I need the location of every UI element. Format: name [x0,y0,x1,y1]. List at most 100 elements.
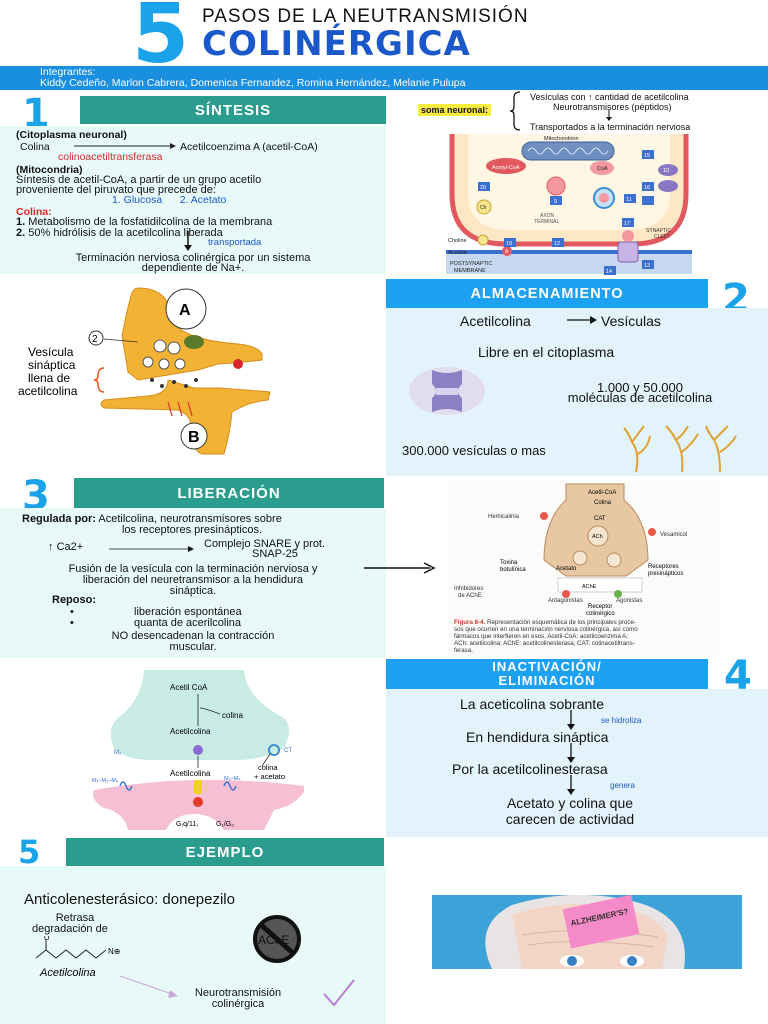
enzyme-label: colinoacetiltransferasa [58,151,163,163]
header-big-number: 5 [132,0,190,82]
snare-line-2: SNAP-25 [252,548,298,560]
acetil-coa-word: Acetilcoenzima A (acetil-CoA) [180,141,318,153]
inact-arrow-1 [567,710,575,730]
fig-cat: CAT [594,516,606,522]
syn-acetilcolina-2: Acetilcolina [170,769,211,778]
soma-item-1: Vesículas con ↑ cantidad de acetilcolina [530,92,689,102]
regulated-text: Acetilcolina, neurotransmisores sobre [95,513,282,525]
soma-brace [509,91,521,131]
calcium-arrow [109,546,194,552]
regulated-line-2: los receptores presinápticos. [121,524,262,536]
fig-receptor-2: colinérgico [586,611,615,617]
step-4-title-2: ELIMINACIÓN [498,673,596,688]
fig-agon: Agonistas [616,598,642,604]
step-5-title: EJEMPLO [66,838,384,866]
storage-line-1a: Acetilcolina [460,313,531,329]
alzheimer-photo: ALZHEIMER'S? [432,895,742,969]
choline-text: Choline [448,238,467,244]
vesicle-text-3: llena de [28,371,70,385]
syn-acetilcolina: Acetilcolina [170,727,211,736]
colina-word: Colina [20,141,50,153]
terminal-line-1: Terminación nerviosa colinérgica por un … [75,252,311,264]
soma-item-2: Neurotransmisores (péptidos) [553,102,672,112]
caption-line-2: sos que ocurren en una terminación nervi… [454,626,638,633]
regulated-label: Regulada por: [22,513,96,525]
fig-antag: Antagonistas [548,598,583,604]
vesicle-text-2: sináptica [28,358,76,372]
fig-receptores-2: presinápticos [648,571,683,577]
inact-note-1: se hidroliza [601,716,642,725]
syn-m24: M₂–M₄ [224,776,241,782]
fig-botulinica: botulínica [500,567,526,573]
colina-item-2: 2. 50% hidrólisis de la acetilcolina lib… [16,227,223,239]
syn-ct: CT [284,748,292,754]
caption-line-1: Figura 8-4. Representación esquemática d… [454,619,636,626]
header-line-2: COLINÉRGICA [202,24,471,64]
rest-item-2: quanta de acerilcolina [134,617,242,629]
axon-terminal-diagram: Mitochondrion Acetyl-CoA CoA Ch 15 16 10… [446,134,692,276]
rest-item-1: liberación espontánea [134,606,242,618]
molecule-name: Acetilcolina [39,967,96,979]
colina-item-1-text: Metabolismo de la fosfatidilcolina de la… [28,216,273,228]
label-a: A [179,302,191,319]
mito-text-1: Síntesis de acetil-CoA, a partir de un g… [16,174,262,186]
terminal-line-2: dependiente de Na+. [141,262,245,274]
inact-arrow-2 [567,743,575,763]
dendrite-icon [623,425,737,473]
step-4-panel [386,689,768,837]
fig-inhib-2: de AChE [458,593,482,599]
syn-colina-2: colina [258,763,278,772]
syn-acetilcoa: Acetil CoA [170,683,208,692]
step-1-title: SÍNTESIS [80,96,386,124]
fig-acetato: Acetato [556,566,577,572]
storage-line-3b: moléculas de acetilcolina [567,390,713,405]
cleft-text: CLEFT [654,234,670,240]
fig-vesamicol: Vesamicol [660,532,687,538]
label-2: 2 [92,334,98,345]
inact-line-4b: carecen de actividad [505,811,635,827]
oxygen-atom: O [44,936,50,942]
syn-colina: colina [222,711,243,720]
step-1-panel [0,126,386,274]
drug-name: Anticolenesterásico: donepezilo [24,891,235,908]
fig-toxina: Toxina [500,560,518,566]
fig-hemi: Hemicalinia [488,514,520,520]
soma-label: soma neuronal: [418,104,492,116]
fig-ache: AChE [582,584,597,590]
checkmark-icon [323,979,355,1007]
diagram-num-16: 16 [644,185,650,191]
neuro-line-2: colinérgica [211,998,265,1010]
postsynaptic-text: POSTSYNAPTIC [450,261,493,267]
caption-line-3: fármacos que interfieren en esos. Acetil… [454,633,628,640]
syn-gq: G₍q/11₎ [176,821,198,828]
diagram-num-11: 11 [626,197,632,203]
members-list: Kiddy Cedeño, Marlon Cabrera, Domenica F… [40,77,466,89]
colina-item-1-num: 1. [16,216,26,228]
members-label: Integrantes: [40,66,96,78]
rest-note-1: NO desencadenan la contracción [111,630,275,642]
calcium-label: ↑ Ca2+ [48,541,84,553]
diagram-num-9: 9 [554,199,557,205]
synthesis-arrow [74,143,176,149]
pointer-arrow [364,562,436,574]
down-arrow-1 [184,231,192,251]
calcium-text: Ca2+ [56,541,84,553]
inact-line-4a: Acetato y colina que [506,795,634,811]
inact-arrow-3 [567,775,575,795]
caption-text-1: Representación esquemática de los princi… [485,619,636,626]
fig-acetilcoa: Acetil-CoA [588,490,616,496]
mito-sources: 1. Glucosa 2. Acetato [112,194,227,206]
fusion-line-3: sináptica. [169,585,217,597]
diagram-num-13: 13 [644,263,650,269]
retards-line-2: degradación de [32,923,108,935]
syn-acetato: + acetato [254,772,285,781]
cholinergic-terminal-figure: Acetil-CoA Colina CAT ACh Hemicalinia Ve… [448,480,720,656]
storage-line-1b: Vesículas [601,313,661,329]
storage-line-3a: 1.000 y 50.000 [596,380,684,395]
rest-item-2-bullet: • [70,617,74,629]
inact-line-3: Por la acetilcolinesterasa [452,761,608,777]
diagram-num-12: 12 [554,241,560,247]
members-banner: Integrantes: Kiddy Cedeño, Marlon Cabrer… [0,66,768,90]
step-5-number: 5 [18,833,41,871]
cyto-label: (Citoplasma neuronal) [16,129,127,141]
